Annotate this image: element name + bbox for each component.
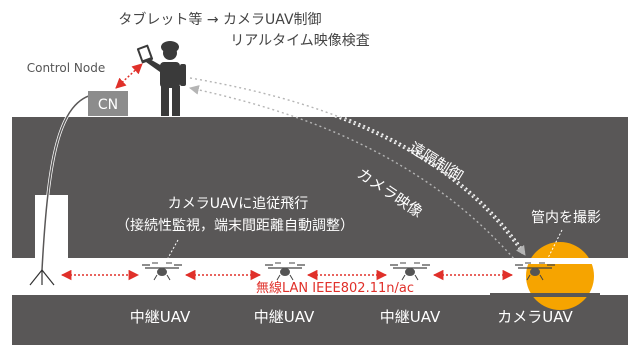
capture-highlight [526,242,594,310]
follow-note-line1: カメラUAVに追従飛行 [168,196,309,212]
antenna-tripod-icon [29,92,97,286]
header-line1: タブレット等 → カメラUAV制御 [118,11,321,28]
drone-icon [265,262,305,281]
control-node-box-label: CN [98,97,118,113]
uav-label: 中継UAV [130,308,191,326]
highlight-mask [490,258,600,264]
wireless-label: 無線LAN IEEE802.11n/ac [256,280,414,296]
capture-pointer [547,229,563,259]
cn-operator-link [115,63,143,89]
drone-icon [515,262,555,281]
uav-label: カメラUAV [497,308,573,326]
uav-label: 中継UAV [380,308,441,326]
pipe-upper-wall [12,117,628,258]
control-node-label: Control Node [27,61,106,75]
drone-icon [142,262,182,281]
capture-label: 管内を撮影 [531,209,601,226]
pipe-lower-wall [12,295,628,345]
drone-icon [390,262,430,281]
tablet-operator-icon [136,41,186,116]
control-node-box [88,91,128,116]
follow-note-line2: （接続性監視，端末間距離自動調整） [116,217,354,234]
uav-label: 中継UAV [254,308,315,326]
highlight-mask-lower [490,293,600,297]
follow-note-pointer [167,239,179,259]
header-line2: リアルタイム映像検査 [230,33,370,49]
